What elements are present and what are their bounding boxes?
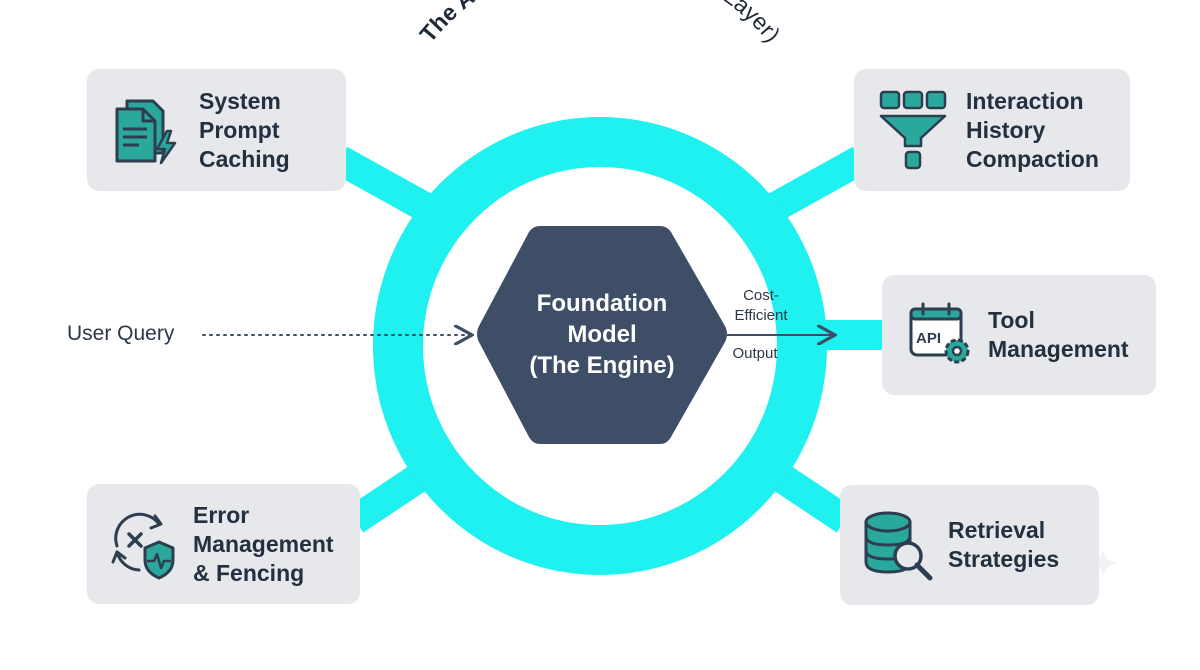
- engine-label: Foundation Model (The Engine): [529, 290, 675, 379]
- database-search-icon: [860, 508, 934, 582]
- card-label: Retrieval Strategies: [948, 517, 1060, 572]
- card-tool-management: API Tool Management: [882, 275, 1156, 395]
- card-label: Tool Management: [988, 307, 1129, 362]
- card-retrieval-strategies: Retrieval Strategies: [840, 485, 1099, 605]
- ring-title-bold: The AI Harness: [414, 0, 572, 47]
- api-gear-icon: API: [906, 300, 976, 370]
- card-system-prompt-caching: System Prompt Caching: [87, 69, 346, 191]
- user-query-label: User Query: [67, 322, 175, 345]
- card-interaction-history-compaction: Interaction History Compaction: [854, 69, 1130, 191]
- error-shield-icon: [107, 508, 179, 580]
- svg-text:API: API: [916, 330, 941, 347]
- output-label-top: Cost- Efficient: [734, 287, 788, 324]
- card-label: Interaction History Compaction: [966, 87, 1099, 172]
- engine-hexagon: [477, 226, 727, 444]
- output-label-bottom: Output: [732, 345, 778, 362]
- spoke-interaction-history: [762, 146, 868, 224]
- funnel-icon: [876, 88, 950, 172]
- card-label: System Prompt Caching: [199, 87, 290, 172]
- sparkle-icon: [1088, 548, 1118, 578]
- card-label: Error Management & Fencing: [193, 501, 334, 586]
- ring-title-rest: (Orchestration Layer): [569, 0, 786, 47]
- harness-ring: [373, 117, 827, 575]
- ring-title: The AI Harness (Orchestration Layer): [414, 0, 785, 47]
- card-error-management-fencing: Error Management & Fencing: [87, 484, 360, 604]
- document-lightning-icon: [107, 91, 185, 169]
- spoke-system-prompt: [332, 146, 438, 224]
